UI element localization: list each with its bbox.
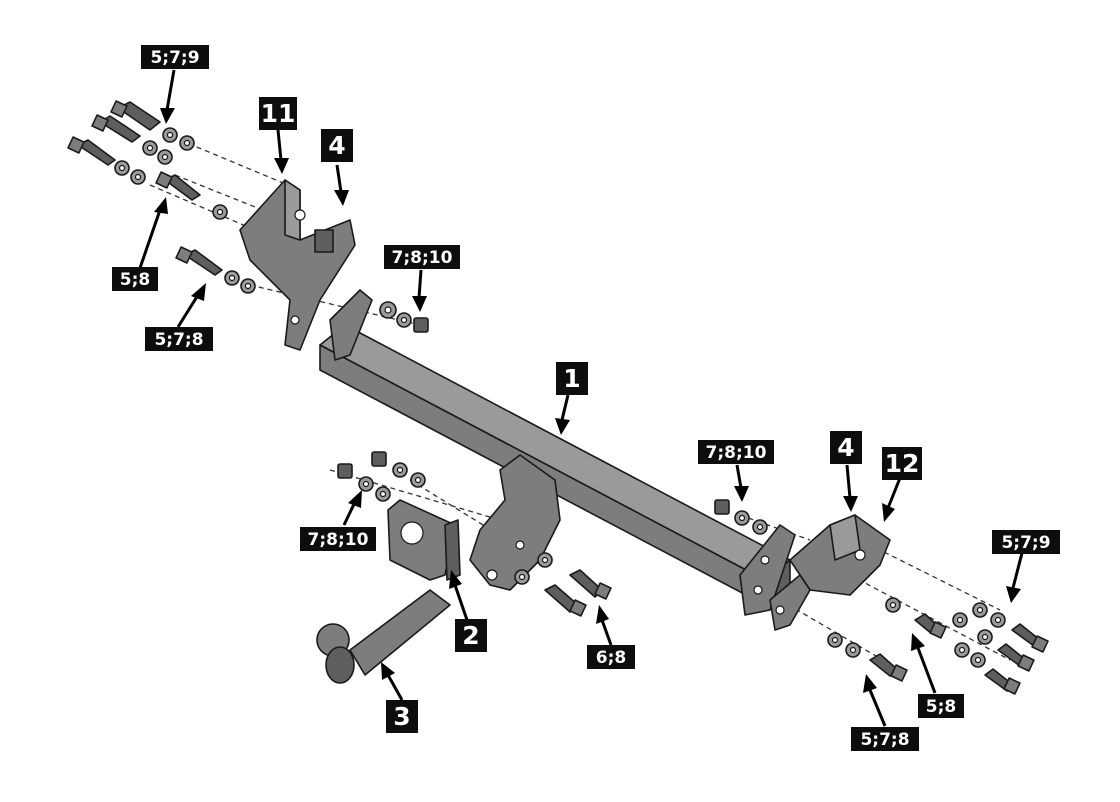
bolt-icon — [155, 171, 201, 201]
svg-text:5;8: 5;8 — [120, 270, 150, 290]
callout-68: 6;8 — [587, 645, 635, 669]
callout-58-left: 5;8 — [112, 267, 158, 291]
bolt-icon — [914, 613, 947, 639]
svg-text:11: 11 — [261, 99, 296, 128]
callout-11: 11 — [259, 97, 297, 130]
svg-text:5;7;9: 5;7;9 — [1001, 533, 1050, 553]
callout-4-left: 4 — [321, 129, 353, 162]
svg-text:6;8: 6;8 — [596, 648, 626, 668]
washer-nut-icon — [379, 301, 429, 333]
callout-4-right: 4 — [830, 431, 862, 464]
svg-text:5;7;8: 5;7;8 — [154, 330, 203, 350]
callout-1: 1 — [556, 362, 588, 395]
washer-icon — [827, 597, 1006, 668]
svg-text:5;7;8: 5;7;8 — [860, 730, 909, 750]
leader-arrows — [138, 69, 1024, 727]
tow-ball — [316, 589, 451, 684]
callout-2: 2 — [455, 619, 487, 652]
callout-578-right: 5;7;8 — [851, 727, 919, 751]
washer-icon — [114, 127, 256, 294]
main-cross-bar — [319, 289, 796, 616]
svg-text:7;8;10: 7;8;10 — [308, 530, 369, 550]
bolt-icon — [869, 653, 908, 682]
svg-text:7;8;10: 7;8;10 — [706, 443, 767, 463]
left-mounting-bracket — [239, 179, 356, 351]
bolt-icon — [984, 668, 1021, 695]
bolt-icon — [997, 643, 1035, 672]
fasteners — [67, 100, 1049, 695]
svg-text:12: 12 — [885, 449, 920, 478]
callout-7810-left: 7;8;10 — [300, 527, 376, 551]
svg-text:5;7;9: 5;7;9 — [150, 48, 199, 68]
right-mounting-bracket — [769, 514, 891, 631]
svg-text:4: 4 — [328, 131, 345, 160]
svg-text:4: 4 — [837, 433, 854, 462]
washer-nut-icon — [714, 499, 768, 535]
socket-plate — [387, 499, 461, 581]
callout-labels: 5;7;9 11 4 5;8 5;7;8 7;8;10 1 7;8;10 — [112, 45, 1060, 751]
bolt-icon — [175, 246, 223, 276]
bolt-icon — [1011, 623, 1049, 653]
svg-text:7;8;10: 7;8;10 — [392, 248, 453, 268]
svg-text:5;8: 5;8 — [926, 697, 956, 717]
svg-text:2: 2 — [462, 621, 479, 650]
bolt-icon — [537, 552, 612, 600]
callout-58-right: 5;8 — [918, 694, 964, 718]
callout-7810-mid: 7;8;10 — [698, 440, 774, 464]
callout-579-top-left: 5;7;9 — [141, 45, 209, 69]
callout-578-left: 5;7;8 — [145, 327, 213, 351]
bolt-icon — [91, 114, 141, 143]
svg-text:3: 3 — [393, 702, 410, 731]
bolt-icon — [110, 100, 161, 131]
callout-7810-top: 7;8;10 — [384, 245, 460, 269]
bolt-icon — [67, 136, 116, 166]
callout-579-right: 5;7;9 — [992, 530, 1060, 554]
svg-text:1: 1 — [563, 364, 580, 393]
washer-nut-icon — [337, 451, 426, 502]
callout-3: 3 — [386, 700, 418, 733]
bolt-icon — [514, 569, 587, 617]
callout-12: 12 — [882, 447, 922, 480]
